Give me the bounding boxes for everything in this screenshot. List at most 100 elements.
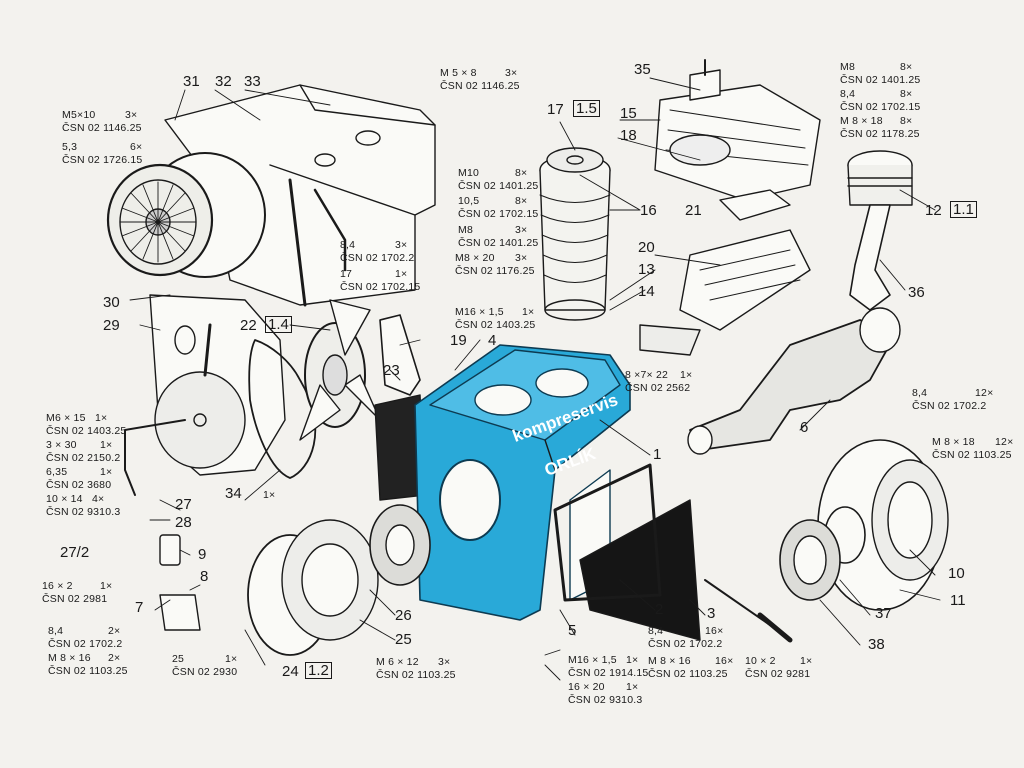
spec-22-size: 8,4	[48, 625, 64, 637]
callout-28: 28	[175, 514, 192, 531]
support-bracket	[379, 314, 421, 396]
front-flange	[247, 519, 379, 656]
spec-25-std: ČSN 02 1103.25	[376, 669, 456, 681]
callout-14: 14	[638, 283, 655, 300]
spec-16-qty: 12×	[995, 436, 1014, 448]
callout-7: 7	[135, 599, 144, 616]
spec-27-std: ČSN 02 9310.3	[568, 694, 643, 706]
callout-38: 38	[868, 636, 885, 653]
spec-7-size: M8 × 20	[455, 252, 495, 264]
spec-5-size: 10,5	[458, 195, 480, 207]
fan-wheel	[106, 152, 266, 278]
spec-3-std: ČSN 02 1726.15	[62, 154, 143, 166]
spec-19-std: ČSN 02 3680	[46, 479, 112, 491]
callout-18: 18	[620, 127, 637, 144]
spec-18-size: 3 × 30	[46, 439, 77, 451]
callout-35: 35	[634, 61, 651, 78]
spec-6-size: M8	[458, 224, 473, 236]
cylinder	[539, 147, 611, 321]
callout-36: 36	[908, 284, 925, 301]
spec-2-std: ČSN 02 1146.25	[62, 122, 142, 134]
spec-10-std: ČSN 02 1403.25	[455, 319, 536, 331]
spec-18-std: ČSN 02 2150.2	[46, 452, 121, 464]
spec-16-size: M 8 × 18	[932, 436, 975, 448]
callout-34: 34	[225, 485, 242, 502]
spec-17-std: ČSN 02 1403.25	[46, 425, 127, 437]
callout-17-ref: 1.5	[573, 100, 600, 117]
spec-1-size: M 5 × 8	[440, 67, 477, 79]
callout-11: 11	[950, 592, 966, 609]
callout-8: 8	[200, 568, 209, 585]
spec-12-std: ČSN 02 1702.15	[840, 101, 921, 113]
spec-12-qty: 8×	[900, 88, 913, 100]
callout-15: 15	[620, 105, 637, 122]
pipe	[124, 419, 186, 496]
spec-21-size: 16 × 2	[42, 580, 73, 592]
spec-9-size: 17	[340, 268, 353, 280]
callout-1: 1	[653, 446, 662, 463]
spec-22-qty: 2×	[108, 625, 121, 637]
spec-18-qty: 1×	[100, 439, 113, 451]
spec-21-std: ČSN 02 2981	[42, 593, 108, 605]
spec-30-qty: 1×	[800, 655, 813, 667]
spec-5-qty: 8×	[515, 195, 528, 207]
crankshaft	[687, 307, 901, 455]
spec-17-size: M6 × 15	[46, 412, 86, 424]
spec-30-std: ČSN 02 9281	[745, 668, 811, 680]
callout-37: 37	[875, 605, 892, 622]
callout-32: 32	[215, 73, 232, 90]
spec-28-size: 8,4	[648, 625, 664, 637]
spec-13-qty: 8×	[900, 115, 913, 127]
spec-13-std: ČSN 02 1178.25	[840, 128, 920, 140]
spec-2-qty: 3×	[125, 109, 138, 121]
callout-22-ref: 1.4	[265, 316, 292, 333]
spec-28-qty: 16×	[705, 625, 724, 637]
callout-27: 27	[175, 496, 192, 513]
spec-3-size: 5,3	[62, 141, 78, 153]
spec-34-qty: 1×	[263, 489, 276, 501]
callout-22: 22	[240, 317, 257, 334]
spec-25-size: M 6 × 12	[376, 656, 419, 668]
callout-26: 26	[395, 607, 412, 624]
spec-19-qty: 1×	[100, 466, 113, 478]
spec-15-qty: 12×	[975, 387, 994, 399]
spec-11-size: M8	[840, 61, 855, 73]
callout-30: 30	[103, 294, 120, 311]
callout-21: 21	[685, 202, 702, 219]
oil-level-fitting	[159, 594, 201, 631]
spec-11-qty: 8×	[900, 61, 913, 73]
callout-29: 29	[103, 317, 120, 334]
spec-14-std: ČSN 02 2562	[625, 382, 691, 394]
callout-27-2: 27/2	[60, 544, 90, 561]
spec-15-size: 8,4	[912, 387, 928, 399]
spec-4-size: M10	[458, 167, 480, 179]
fan-blade-pulley	[299, 299, 381, 441]
oil-filler	[159, 534, 181, 566]
spec-10-size: M16 × 1,5	[455, 306, 504, 318]
spec-24-qty: 1×	[225, 653, 238, 665]
spec-4-qty: 8×	[515, 167, 528, 179]
spec-30-size: 10 × 2	[745, 655, 776, 667]
spec-19-size: 6,35	[46, 466, 68, 478]
spec-22-std: ČSN 02 1702.2	[48, 638, 123, 650]
connecting-rod	[849, 204, 891, 311]
spec-29-size: M 8 × 16	[648, 655, 691, 667]
spec-6-qty: 3×	[515, 224, 528, 236]
callout-12-ref: 1.1	[950, 201, 977, 218]
spec-23-size: M 8 × 16	[48, 652, 91, 664]
spec-20-std: ČSN 02 9310.3	[46, 506, 121, 518]
callout-12: 12	[925, 202, 942, 219]
spec-29-qty: 16×	[715, 655, 734, 667]
spec-27-qty: 1×	[626, 681, 639, 693]
spec-20-qty: 4×	[92, 493, 105, 505]
spec-12-size: 8,4	[840, 88, 856, 100]
spec-20-size: 10 × 14	[46, 493, 83, 505]
spec-23-qty: 2×	[108, 652, 121, 664]
callout-33: 33	[244, 73, 261, 90]
spec-1-qty: 3×	[505, 67, 518, 79]
callout-3: 3	[707, 605, 716, 622]
spec-2-size: M5×10	[62, 109, 96, 121]
spec-23-std: ČSN 02 1103.25	[48, 665, 128, 677]
spec-29-std: ČSN 02 1103.25	[648, 668, 728, 680]
spec-11-std: ČSN 02 1401.25	[840, 74, 921, 86]
